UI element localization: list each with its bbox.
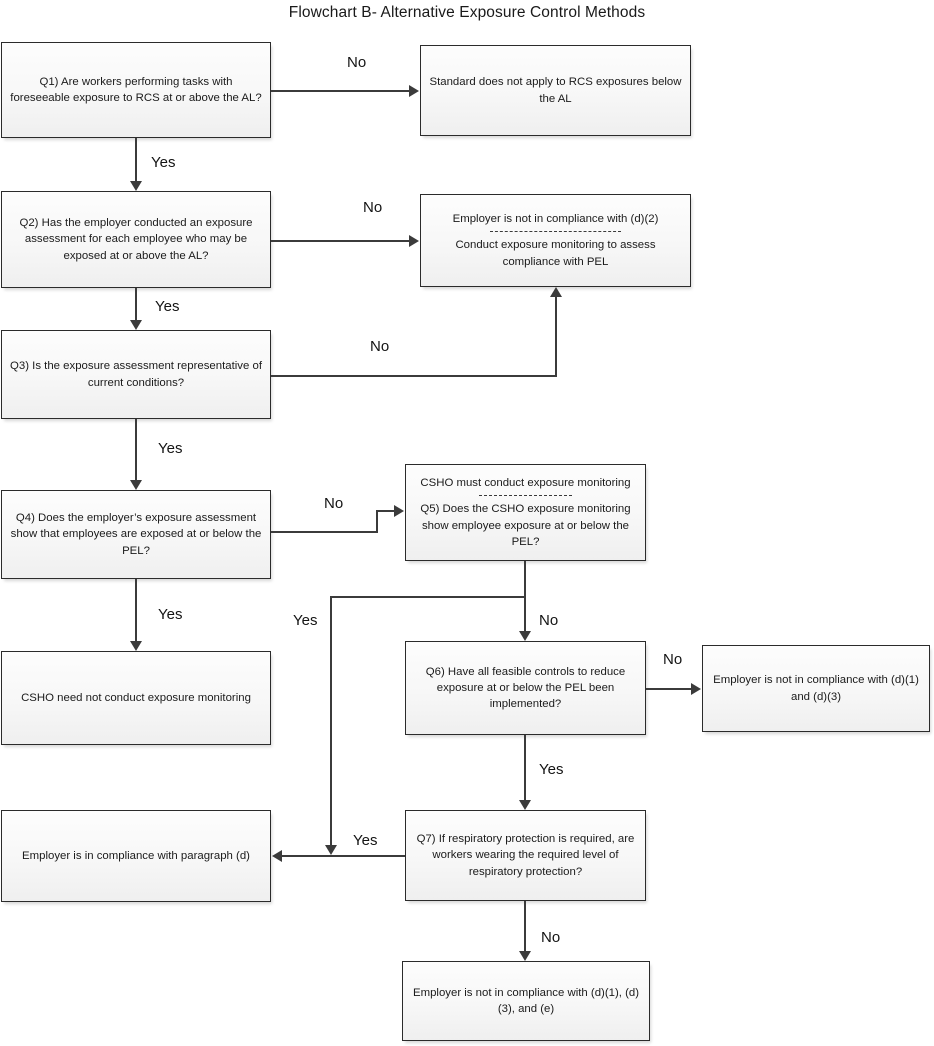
edge-q7-yes-arrowhead (272, 850, 282, 862)
node-noncompliance-d1-d3[interactable]: Employer is not in compliance with (d)(1… (702, 645, 930, 732)
edge-q5-yes-hline (331, 596, 525, 598)
edge-q5-yes-vline (330, 596, 332, 846)
edge-label-q6-yes: Yes (539, 761, 564, 778)
edge-q4-yes-line (135, 579, 137, 641)
edge-q3-yes-line (135, 419, 137, 480)
node-q2-text: Q2) Has the employer conducted an exposu… (19, 217, 253, 262)
edge-q7-no-arrowhead (519, 951, 531, 961)
edge-q2-yes-line (135, 288, 137, 320)
edge-label-q1-yes: Yes (151, 154, 176, 171)
node-csho-need-not-monitor-text: CSHO need not conduct exposure monitorin… (21, 691, 251, 704)
node-standard-not-applicable[interactable]: Standard does not apply to RCS exposures… (420, 45, 691, 136)
edge-q3-no-hline (271, 375, 557, 377)
edge-q6-no-arrowhead (691, 683, 701, 695)
edge-q7-yes-line (282, 855, 405, 857)
node-q1[interactable]: Q1) Are workers performing tasks with fo… (1, 42, 271, 138)
node-q2[interactable]: Q2) Has the employer conducted an exposu… (1, 191, 271, 288)
node-q3-text: Q3) Is the exposure assessment represent… (10, 360, 262, 389)
edge-q1-no-arrowhead (409, 85, 419, 97)
dashed-separator (478, 495, 573, 497)
edge-q1-no-line (271, 90, 409, 92)
node-q5[interactable]: CSHO must conduct exposure monitoring Q5… (405, 464, 646, 561)
node-noncompliance-d2-line1: Employer is not in compliance with (d)(2… (452, 213, 659, 226)
node-q7[interactable]: Q7) If respiratory protection is require… (405, 810, 646, 901)
node-noncompliance-d1-d3-e-text: Employer is not in compliance with (d)(1… (413, 986, 639, 1015)
edge-label-q7-yes: Yes (353, 832, 378, 849)
edge-label-q3-no: No (370, 338, 390, 355)
edge-q2-no-arrowhead (409, 235, 419, 247)
edge-label-q5-yes: Yes (293, 612, 318, 629)
edge-q2-no-line (271, 240, 409, 242)
edge-label-q7-no: No (541, 929, 561, 946)
edge-q1-yes-line (135, 138, 137, 181)
edge-q4-no-vline (376, 510, 378, 532)
edge-q6-yes-arrowhead (519, 800, 531, 810)
edge-q3-no-vline (555, 297, 557, 376)
node-q5-line1: CSHO must conduct exposure monitoring (420, 477, 631, 490)
edge-q6-yes-line (524, 735, 526, 800)
edge-label-q6-no: No (663, 651, 683, 668)
node-noncompliance-d1-d3-text: Employer is not in compliance with (d)(1… (713, 674, 919, 703)
node-standard-not-applicable-text: Standard does not apply to RCS exposures… (429, 76, 682, 105)
node-compliance-paragraph-d[interactable]: Employer is in compliance with paragraph… (1, 810, 271, 902)
edge-q3-no-arrowhead (550, 287, 562, 297)
node-q3[interactable]: Q3) Is the exposure assessment represent… (1, 330, 271, 419)
node-q5-line2: Q5) Does the CSHO exposure monitoring sh… (420, 503, 631, 548)
node-q4-text: Q4) Does the employer’s exposure assessm… (10, 512, 262, 557)
edge-label-q5-no: No (539, 612, 559, 629)
edge-label-q4-no: No (324, 495, 344, 512)
edge-q5-no-arrowhead (519, 631, 531, 641)
node-noncompliance-d2[interactable]: Employer is not in compliance with (d)(2… (420, 194, 691, 287)
node-q7-text: Q7) If respiratory protection is require… (416, 833, 635, 878)
node-noncompliance-d2-line2: Conduct exposure monitoring to assess co… (455, 239, 656, 268)
edge-q4-no-hline2 (376, 510, 395, 512)
node-q6[interactable]: Q6) Have all feasible controls to reduce… (405, 641, 646, 735)
page-title: Flowchart B- Alternative Exposure Contro… (288, 4, 646, 21)
edge-label-q4-yes: Yes (158, 606, 183, 623)
edge-label-q2-no: No (363, 199, 383, 216)
node-q1-text: Q1) Are workers performing tasks with fo… (10, 75, 262, 104)
edge-label-q1-no: No (347, 54, 367, 71)
dashed-separator (489, 231, 622, 233)
edge-q6-no-line (646, 688, 691, 690)
edge-q4-no-hline1 (271, 531, 378, 533)
node-csho-need-not-monitor[interactable]: CSHO need not conduct exposure monitorin… (1, 651, 271, 745)
edge-q4-no-arrowhead (394, 505, 404, 517)
edge-q5-yes-arrowhead (325, 845, 337, 855)
edge-label-q3-yes: Yes (158, 440, 183, 457)
node-q6-text: Q6) Have all feasible controls to reduce… (425, 665, 626, 711)
node-noncompliance-d1-d3-e[interactable]: Employer is not in compliance with (d)(1… (402, 961, 650, 1041)
edge-q2-yes-arrowhead (130, 320, 142, 330)
edge-q7-no-line (524, 901, 526, 951)
edge-q1-yes-arrowhead (130, 181, 142, 191)
node-compliance-paragraph-d-text: Employer is in compliance with paragraph… (22, 849, 250, 862)
edge-label-q2-yes: Yes (155, 298, 180, 315)
edge-q4-yes-arrowhead (130, 641, 142, 651)
edge-q5-stem (524, 561, 526, 636)
edge-q3-yes-arrowhead (130, 480, 142, 490)
node-q4[interactable]: Q4) Does the employer’s exposure assessm… (1, 490, 271, 579)
